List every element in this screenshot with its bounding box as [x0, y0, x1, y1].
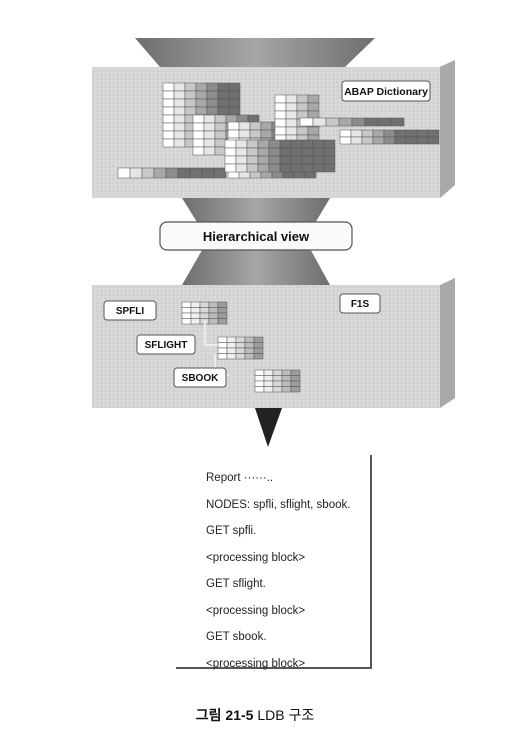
- svg-text:SFLIGHT: SFLIGHT: [145, 340, 188, 351]
- report-code-box: Report ······.. NODES: spfli, sflight, s…: [176, 455, 372, 670]
- code-line: NODES: spfli, sflight, sbook.: [206, 498, 351, 511]
- table-grid: [224, 139, 336, 173]
- table-grid: [217, 336, 264, 360]
- table-grid: [181, 301, 228, 325]
- svg-text:F1S: F1S: [351, 299, 370, 310]
- sbook-label: SBOOK: [173, 367, 227, 388]
- ldb-tables: [181, 301, 301, 393]
- dictionary-tables: [117, 82, 440, 179]
- spfli-label: SPFLI: [103, 300, 157, 321]
- figure-title: LDB 구조: [257, 707, 315, 723]
- code-line: GET sbook.: [206, 631, 267, 643]
- code-line: Report ······..: [206, 472, 274, 484]
- svg-text:ABAP Dictionary: ABAP Dictionary: [344, 86, 428, 98]
- top-funnel: [135, 38, 375, 67]
- code-line: <processing block>: [206, 604, 306, 617]
- sflight-label: SFLIGHT: [136, 334, 196, 355]
- figure-number: 그림 21-5: [195, 707, 254, 723]
- table-grid: [117, 167, 227, 179]
- svg-text:Hierarchical view: Hierarchical view: [203, 229, 310, 244]
- abap-dictionary-label: ABAP Dictionary: [341, 80, 431, 102]
- table-grid: [339, 129, 440, 145]
- code-line: GET spfli.: [206, 525, 257, 537]
- figure-caption: 그림 21-5 LDB 구조: [0, 705, 510, 725]
- svg-text:SPFLI: SPFLI: [116, 306, 145, 317]
- code-line: <processing block>: [206, 551, 306, 564]
- table-grid: [254, 369, 301, 393]
- table-grid: [299, 117, 405, 127]
- svg-text:SBOOK: SBOOK: [182, 373, 219, 384]
- lower-funnel: [182, 245, 330, 285]
- code-line: GET sflight.: [206, 578, 266, 590]
- hierarchical-view-label: Hierarchical view: [159, 221, 353, 251]
- down-arrow-icon: [255, 408, 282, 447]
- f1s-label: F1S: [339, 293, 381, 314]
- code-line: <processing block>: [206, 657, 306, 670]
